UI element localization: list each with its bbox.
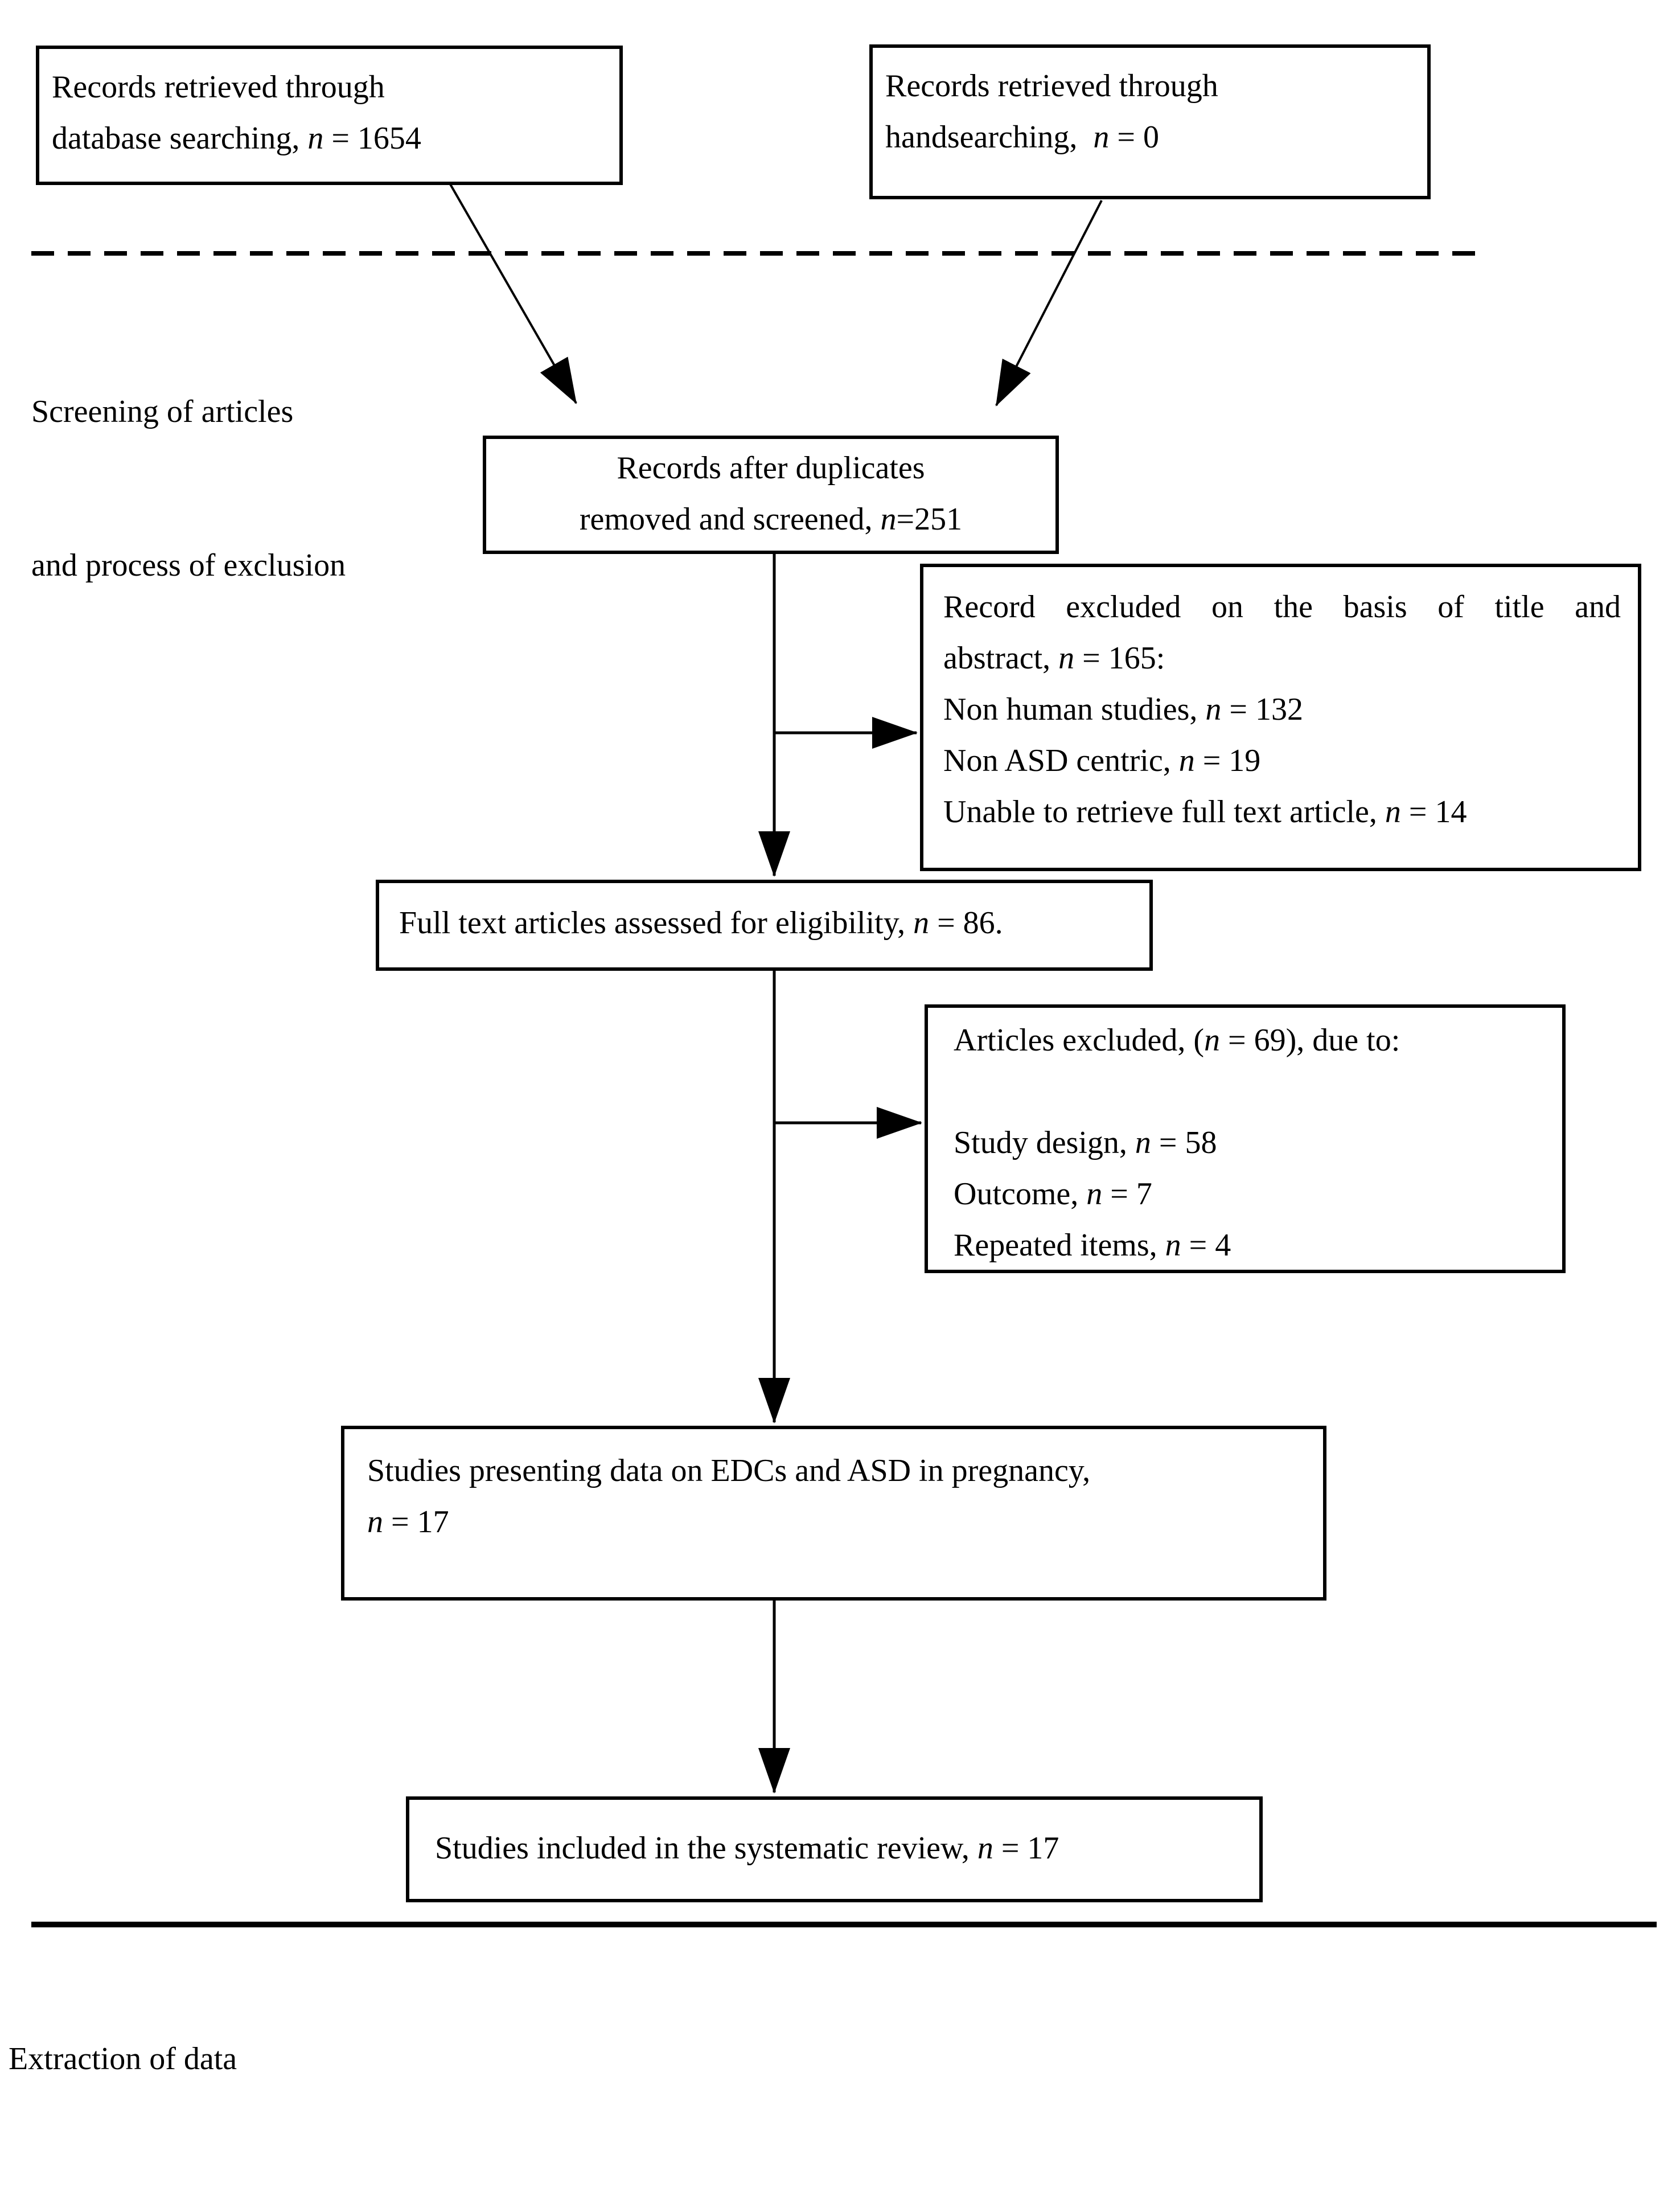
box-edc-asd-pregnancy-studies: Studies presenting data on EDCs and ASD …	[341, 1426, 1326, 1601]
box-line: handsearching, n = 0	[885, 120, 1160, 155]
arrow-handsearch-to-screened	[995, 200, 1103, 407]
box-articles-excluded: Articles excluded, (n = 69), due to: Stu…	[925, 1004, 1566, 1273]
box-line: Unable to retrieve full text article, n …	[943, 794, 1467, 830]
box-line: removed and screened, n=251	[579, 502, 963, 537]
section-label-line: and process of exclusion	[31, 548, 346, 583]
arrow-database-to-screened	[449, 183, 577, 404]
box-line: abstract, n = 165:	[943, 641, 1165, 676]
box-records-database-search: Records retrieved through database searc…	[36, 46, 623, 185]
box-line: Records retrieved through	[52, 69, 385, 105]
box-line: Records after duplicates	[617, 450, 925, 486]
box-line: Studies presenting data on EDCs and ASD …	[367, 1453, 1091, 1488]
box-line: Full text articles assessed for eligibil…	[399, 905, 1003, 941]
box-full-text-assessed: Full text articles assessed for eligibil…	[376, 880, 1153, 971]
box-excluded-title-abstract: Record excluded on the basis of title an…	[920, 564, 1641, 871]
section-label-screening: Screening of articles and process of exc…	[31, 284, 346, 694]
box-line: Non human studies, n = 132	[943, 692, 1304, 727]
box-line	[954, 1066, 1551, 1117]
box-line: Record excluded on the basis of title an…	[943, 589, 1621, 625]
box-included-systematic-review: Studies included in the systematic revie…	[406, 1796, 1263, 1902]
box-line: Repeated items, n = 4	[954, 1228, 1231, 1263]
box-line: Studies included in the systematic revie…	[435, 1831, 1059, 1866]
box-line: n = 17	[367, 1504, 449, 1540]
section-label-extraction: Extraction of data	[9, 1931, 237, 2187]
box-line: Articles excluded, (n = 69), due to:	[954, 1023, 1400, 1058]
box-line: Records retrieved through	[885, 68, 1218, 104]
box-records-handsearching: Records retrieved through handsearching,…	[869, 44, 1431, 199]
box-records-after-duplicates: Records after duplicates removed and scr…	[483, 436, 1059, 554]
section-label-line: Extraction of data	[9, 2041, 237, 2077]
box-line: Study design, n = 58	[954, 1125, 1217, 1160]
box-line: database searching, n = 1654	[52, 121, 421, 156]
box-line: Outcome, n = 7	[954, 1176, 1152, 1212]
section-label-line: Screening of articles	[31, 394, 294, 429]
prisma-flow-diagram: Records retrieved through database searc…	[9, 44, 1657, 2077]
box-line: Non ASD centric, n = 19	[943, 743, 1261, 778]
